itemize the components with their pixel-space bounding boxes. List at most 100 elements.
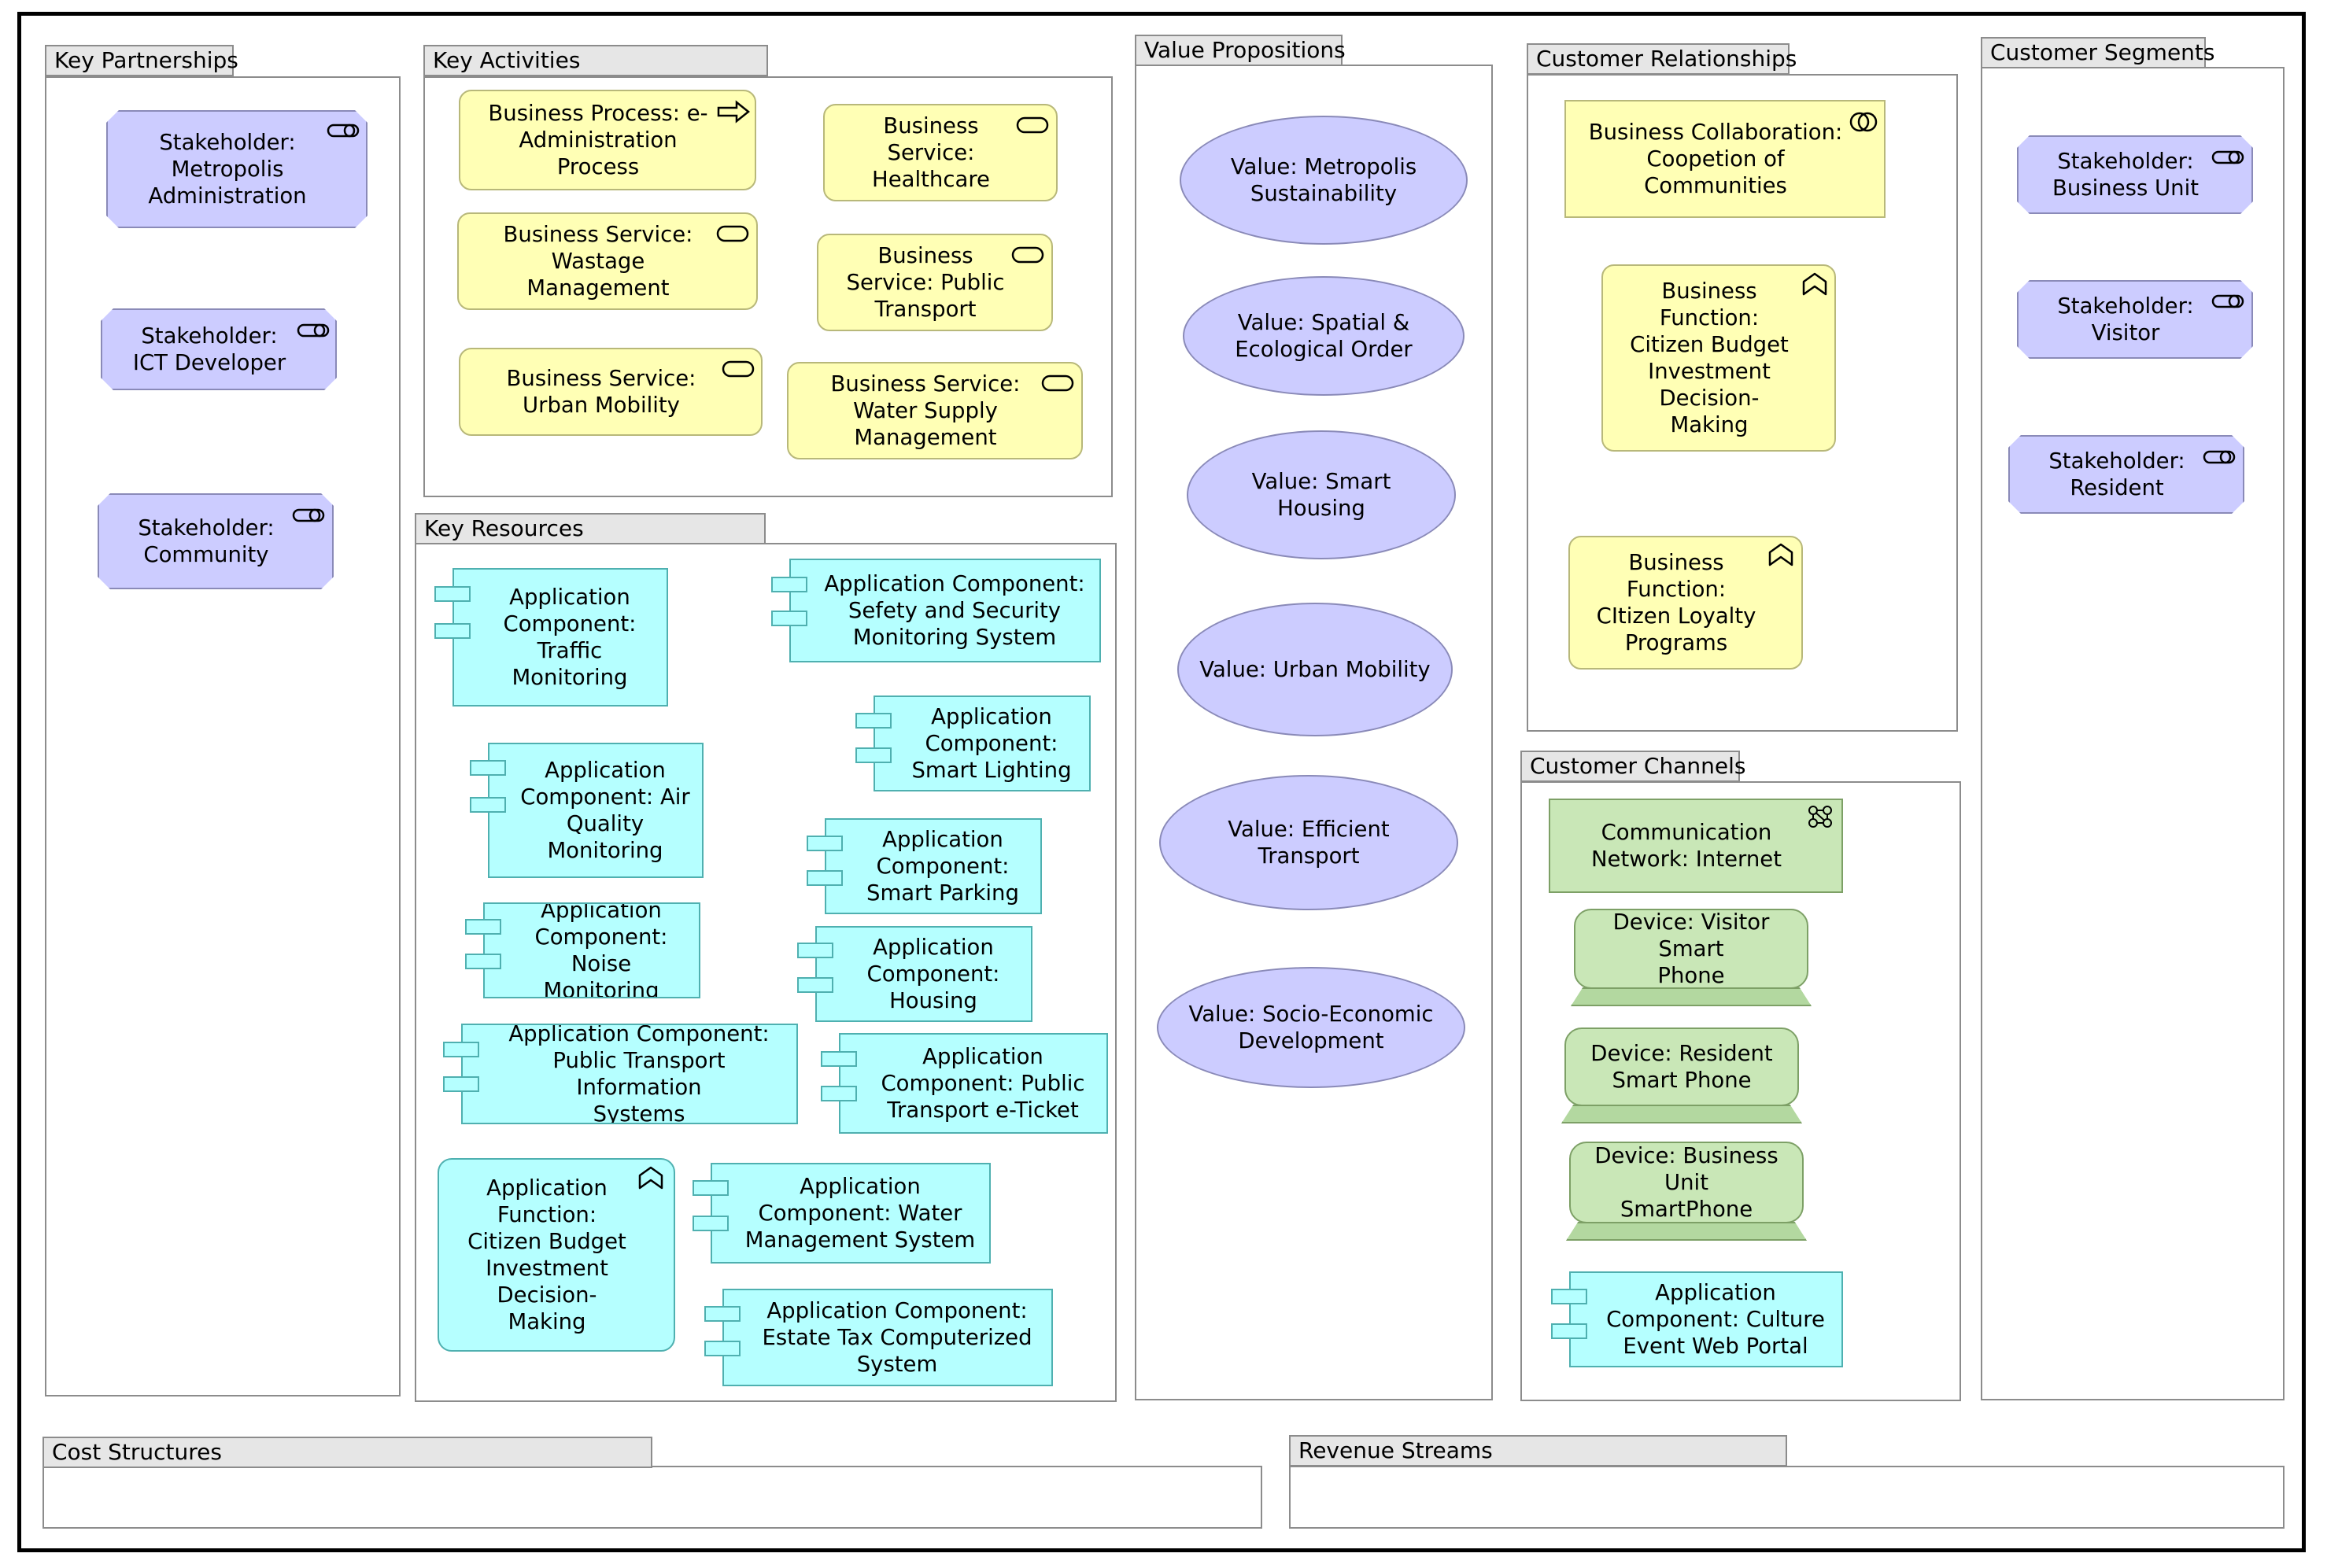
service-icon [1016,116,1049,134]
element-label: Value: Socio-Economic Development [1188,1002,1434,1053]
component-tab-icon [771,577,807,592]
component-tab-icon [465,954,501,969]
element-label: Application Component: Noise Monitoring [534,902,668,998]
app-housing[interactable]: Application Component: Housing [815,926,1032,1022]
communication-network-internet[interactable]: Communication Network: Internet [1549,799,1843,893]
element-label: Value: Efficient Transport [1228,817,1390,869]
element-label: Business Process: e- Administration Proc… [488,101,708,179]
element-label: Application Component: Sefety and Securi… [824,571,1085,650]
stakeholder-community[interactable]: Stakeholder: Community [98,493,334,589]
business-process-e-administration[interactable]: Business Process: e- Administration Proc… [459,90,756,190]
value-spatial-ecological-order[interactable]: Value: Spatial & Ecological Order [1183,276,1465,396]
device-base [1561,1105,1802,1123]
service-icon [722,360,755,378]
element-label: Device: Resident Smart Phone [1590,1041,1773,1093]
component-tab-icon [693,1216,729,1231]
device-business-unit-smartphone[interactable]: Device: Business Unit SmartPhone [1569,1142,1804,1223]
component-tab-icon [443,1076,479,1092]
business-service-urban-mobility[interactable]: Business Service: Urban Mobility [459,348,763,436]
function-icon [1768,543,1793,566]
app-public-transport-e-ticket[interactable]: Application Component: Public Transport … [839,1033,1108,1134]
app-noise-monitoring[interactable]: Application Component: Noise Monitoring [483,902,700,998]
element-label: Stakeholder: Resident [2048,448,2185,500]
element-label: Value: Spatial & Ecological Order [1235,310,1413,362]
element-label: Business Function: Citizen Budget Invest… [1630,279,1789,437]
element-label: Stakeholder: Community [138,515,275,567]
element-label: Stakeholder: ICT Developer [132,323,286,375]
service-icon [1041,374,1074,392]
element-label: Business Service: Healthcare [872,113,990,192]
element-label: Business Service: Wastage Management [503,222,693,301]
value-metropolis-sustainability[interactable]: Value: Metropolis Sustainability [1180,116,1468,245]
device-visitor-smart-phone[interactable]: Device: Visitor Smart Phone [1574,909,1808,989]
device-base [1566,1222,1807,1241]
component-tab-icon [797,977,833,993]
device-resident-smart-phone[interactable]: Device: Resident Smart Phone [1564,1028,1799,1106]
component-tab-icon [470,760,506,776]
app-smart-parking[interactable]: Application Component: Smart Parking [825,818,1042,914]
app-traffic-monitoring[interactable]: Application Component: Traffic Monitorin… [452,568,668,707]
element-label: Business Function: CItizen Loyalty Progr… [1596,550,1756,655]
app-smart-lighting[interactable]: Application Component: Smart Lighting [874,695,1091,791]
stakeholder-ict-developer[interactable]: Stakeholder: ICT Developer [101,308,337,390]
element-label: Application Component: Culture Event Web… [1606,1280,1825,1359]
revenue-streams-label: Revenue Streams [1289,1435,1787,1467]
element-label: Application Component: Smart Lighting [911,704,1072,783]
component-tab-icon [443,1042,479,1057]
element-label: Stakeholder: Visitor [2057,293,2194,345]
process-arrow-icon [717,100,751,124]
element-label: Business Service: Public Transport [846,243,1005,322]
component-tab-icon [797,943,833,958]
component-tab-icon [807,836,843,851]
stakeholder-icon [2211,294,2244,308]
app-culture-event-web-portal[interactable]: Application Component: Culture Event Web… [1569,1271,1843,1367]
app-safety-security-monitoring[interactable]: Application Component: Sefety and Securi… [789,559,1101,662]
collaboration-icon [1849,112,1878,132]
value-urban-mobility[interactable]: Value: Urban Mobility [1177,603,1453,736]
element-label: Application Component: Traffic Monitorin… [503,585,637,690]
stakeholder-resident[interactable]: Stakeholder: Resident [2008,435,2244,514]
business-function-citizen-loyalty[interactable]: Business Function: CItizen Loyalty Progr… [1568,536,1803,670]
stakeholder-icon [297,323,330,338]
stakeholder-business-unit[interactable]: Stakeholder: Business Unit [2017,135,2253,214]
element-label: Application Function: Citizen Budget Inv… [467,1175,626,1334]
component-tab-icon [693,1180,729,1196]
app-estate-tax-computerized-system[interactable]: Application Component: Estate Tax Comput… [722,1289,1053,1386]
element-label: Business Collaboration: Coopetion of Com… [1588,120,1843,198]
component-tab-icon [821,1051,857,1067]
element-label: Stakeholder: Business Unit [2052,149,2199,201]
stakeholder-visitor[interactable]: Stakeholder: Visitor [2017,280,2253,359]
app-public-transport-information[interactable]: Application Component: Public Transport … [461,1024,798,1124]
customer-segments-panel [1981,67,2285,1400]
element-label: Device: Visitor Smart Phone [1612,909,1770,988]
business-service-water-supply-management[interactable]: Business Service: Water Supply Managemen… [787,362,1083,459]
element-label: Business Service: Water Supply Managemen… [830,371,1021,450]
stakeholder-icon [292,508,325,522]
key-partnerships-panel [45,76,401,1396]
cost-structures-panel [42,1466,1262,1529]
component-tab-icon [855,747,892,763]
stakeholder-icon [2211,150,2244,164]
app-function-citizen-budget[interactable]: Application Function: Citizen Budget Inv… [438,1158,675,1352]
element-label: Application Component: Housing [866,935,1000,1013]
value-efficient-transport[interactable]: Value: Efficient Transport [1159,775,1458,910]
business-service-wastage-management[interactable]: Business Service: Wastage Management [457,212,758,310]
element-label: Business Service: Urban Mobility [506,366,696,418]
component-tab-icon [465,919,501,935]
component-tab-icon [470,797,506,813]
business-collaboration-coopetion[interactable]: Business Collaboration: Coopetion of Com… [1564,100,1886,218]
device-base [1571,987,1812,1006]
key-partnerships-label: Key Partnerships [45,45,238,76]
customer-relationships-label: Customer Relationships [1527,43,1797,75]
service-icon [1011,246,1044,264]
value-smart-housing[interactable]: Value: Smart Housing [1187,430,1456,559]
element-label: Stakeholder: Metropolis Administration [148,130,307,208]
stakeholder-metropolis-administration[interactable]: Stakeholder: Metropolis Administration [106,110,368,228]
component-tab-icon [704,1341,741,1356]
app-water-management-system[interactable]: Application Component: Water Management … [711,1163,991,1264]
app-air-quality-monitoring[interactable]: Application Component: Air Quality Monit… [488,743,704,878]
service-icon [716,225,749,242]
network-icon [1808,806,1832,828]
value-socio-economic-development[interactable]: Value: Socio-Economic Development [1157,967,1465,1088]
business-function-citizen-budget[interactable]: Business Function: Citizen Budget Invest… [1601,264,1836,452]
